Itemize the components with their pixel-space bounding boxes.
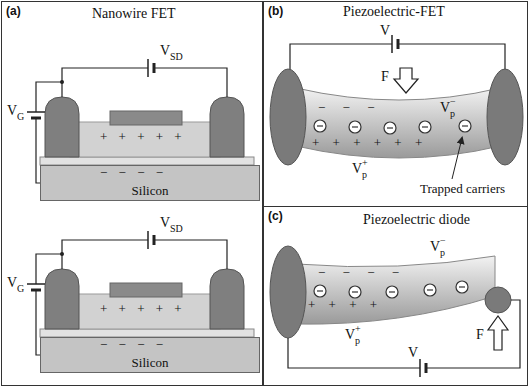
electrode (487, 69, 523, 165)
subscript: p (362, 170, 367, 180)
subscript: p (450, 109, 455, 119)
subscript: G (17, 112, 24, 122)
nanowire (296, 256, 495, 324)
leader-line (452, 138, 462, 179)
substrate-label: Silicon (41, 356, 259, 369)
voltage-symbol: V (7, 276, 17, 290)
superscript: − (440, 236, 446, 246)
panel-c: (c) Piezoelectric diode (263, 206, 528, 386)
panel-letter: (c) (268, 210, 283, 222)
charge-signs: + + + + + (100, 130, 182, 143)
panel-title: Piezoelectric diode (363, 213, 470, 227)
battery-symbol (391, 35, 393, 53)
callout-label: Trapped carriers (420, 182, 505, 195)
charge-signs: − − − − (318, 266, 399, 279)
electrode (270, 69, 306, 165)
superscript: − (450, 97, 456, 107)
charge-signs: − − − − (100, 166, 163, 179)
superscript: + (355, 324, 361, 334)
voltage-symbol: V (380, 24, 390, 38)
force-label: F (381, 70, 389, 84)
charge-signs: + + + + (308, 298, 377, 311)
force-arrow (394, 68, 418, 93)
electrode (270, 246, 306, 338)
subscript: SD (170, 52, 183, 62)
charge-signs: + + + + + (100, 302, 182, 315)
voltage-symbol: V (160, 216, 170, 230)
voltage-symbol: V (345, 328, 355, 342)
voltage-symbol: V (408, 346, 418, 360)
subscript: p (355, 336, 360, 346)
panel-title: Nanowire FET (92, 7, 176, 21)
tip-electrode (485, 287, 511, 313)
nanowire (296, 88, 500, 158)
panel-letter: (a) (6, 5, 21, 17)
battery-symbol (397, 39, 400, 49)
battery-symbol (425, 363, 428, 373)
substrate-label: Silicon (41, 184, 259, 197)
voltage-symbol: V (7, 104, 17, 118)
panel-letter: (b) (268, 5, 283, 17)
voltage-symbol: V (352, 162, 362, 176)
trapped-carrier (314, 281, 468, 298)
force-arrow (488, 316, 508, 350)
superscript: + (362, 158, 368, 168)
panel-a: (a)Nanowire FETSiliconSilicon (1, 1, 263, 386)
force-label: F (476, 328, 484, 342)
charge-signs: − − − (318, 101, 375, 114)
subscript: p (440, 248, 445, 258)
battery-symbol (419, 359, 421, 377)
trapped-carrier (314, 120, 471, 134)
panel-title: Piezoelectric-FET (343, 5, 445, 19)
subscript: G (17, 284, 24, 294)
charge-signs: + + + + + + (312, 136, 422, 149)
voltage-symbol: V (160, 44, 170, 58)
subscript: SD (170, 224, 183, 234)
voltage-symbol: V (430, 240, 440, 254)
panel-b: (b) Piezoelectric-FET (263, 1, 528, 207)
charge-signs: − − − − (100, 338, 163, 351)
voltage-symbol: V (440, 101, 450, 115)
